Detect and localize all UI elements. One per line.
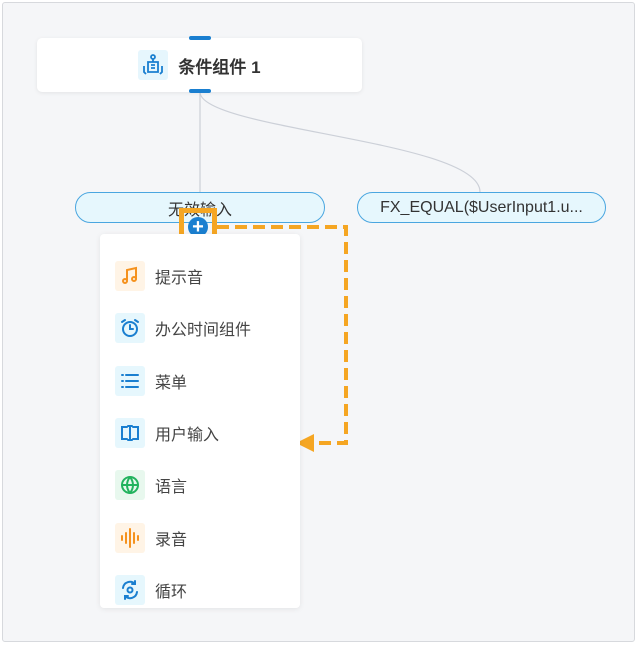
music-note-icon (115, 261, 145, 292)
connector-line (199, 91, 481, 193)
menu-item-globe[interactable]: 语言 (100, 459, 300, 511)
menu-item-label: 办公时间组件 (155, 322, 252, 340)
menu-item-alarm-clock[interactable]: 办公时间组件 (100, 302, 300, 354)
condition-icon (138, 50, 169, 80)
sound-wave-icon (115, 522, 145, 553)
loop-icon (115, 574, 145, 605)
list-icon (115, 365, 145, 396)
node-type-menu: 提示音办公时间组件菜单用户输入语言录音循环 (100, 234, 300, 608)
globe-icon (115, 470, 145, 501)
node-title: 条件组件 1 (178, 57, 261, 77)
menu-item-label: 录音 (155, 531, 188, 549)
menu-item-music-note[interactable]: 提示音 (100, 250, 300, 302)
alarm-clock-icon (115, 313, 145, 344)
menu-item-label: 提示音 (155, 270, 204, 288)
input-cursor-icon (115, 418, 145, 449)
input-handle[interactable] (189, 36, 211, 40)
output-handle[interactable] (189, 89, 211, 93)
menu-item-loop[interactable]: 循环 (100, 564, 300, 616)
menu-item-sound-wave[interactable]: 录音 (100, 511, 300, 563)
menu-item-label: 用户输入 (155, 427, 220, 445)
menu-item-label: 循环 (155, 583, 188, 601)
menu-item-label: 菜单 (155, 374, 188, 392)
condition-node[interactable]: 条件组件 1 (37, 38, 362, 92)
plus-circle-icon: + (188, 216, 208, 237)
menu-item-input-cursor[interactable]: 用户输入 (100, 407, 300, 459)
menu-item-label: 语言 (155, 479, 188, 497)
menu-item-list[interactable]: 菜单 (100, 355, 300, 407)
branch-fx-equal[interactable]: FX_EQUAL($UserInput1.u... (357, 192, 606, 223)
